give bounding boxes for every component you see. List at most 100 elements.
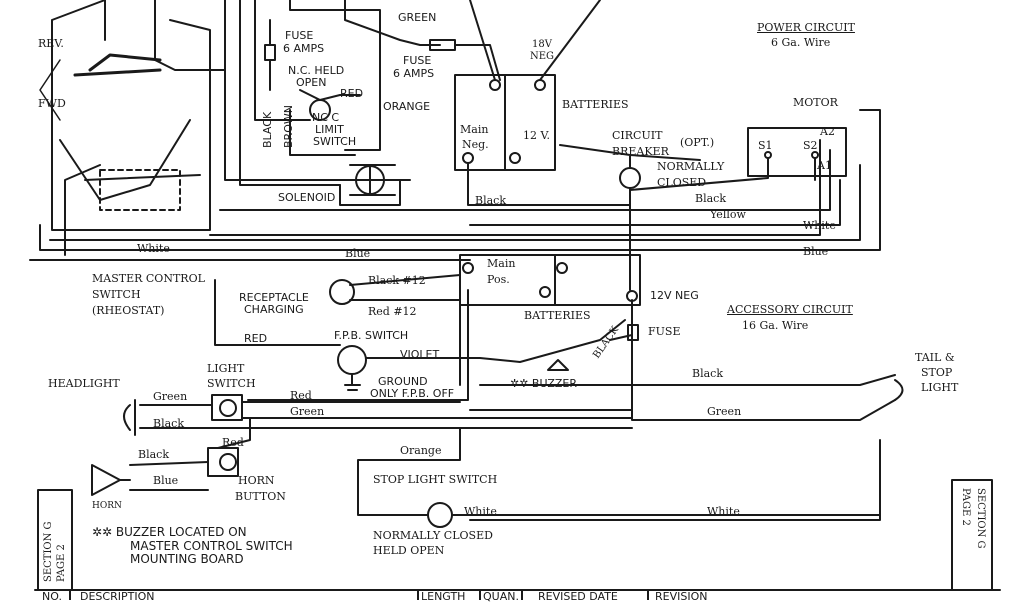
orange-wire-top: ORANGE [383,100,431,113]
red-horn-wire: Red [222,436,244,449]
solenoid-label: SOLENOID [278,191,336,204]
section-left-1: SECTION G [43,521,54,582]
stop-nc-1: NORMALLY CLOSED [373,529,493,542]
title-revised: REVISED DATE [538,590,618,603]
black-horn-wire: Black [138,448,169,461]
white-wire-left: White [137,242,170,255]
yellow-wire: Yellow [710,208,746,221]
motor-box [629,127,847,191]
master-control-2: SWITCH [92,288,141,301]
master-control-1: MASTER CONTROL [92,272,205,285]
black-left-wire: Black [153,417,184,430]
fpb-switch [247,289,626,401]
solenoid [339,164,401,206]
limit-switch-1: NC C [312,111,340,124]
section-left-2: PAGE 2 [56,544,67,582]
master-control-switch-box [39,0,211,231]
buzzer-note-2: MASTER CONTROL SWITCH [130,539,293,553]
fuse-small-label: FUSE [648,325,681,338]
horn-label: HORN [92,501,122,511]
tail-stop-3: LIGHT [921,381,959,394]
red-hl-wire: Red [290,389,312,402]
receptacle [214,274,461,346]
title-revision: REVISION [655,590,708,603]
buzzer-note-3: MOUNTING BOARD [130,552,244,566]
circuit-breaker-1: CIRCUIT [612,129,663,142]
receptacle-2: CHARGING [244,303,304,316]
eighteen-v-1: 18V [532,39,552,50]
batteries-bottom-label: BATTERIES [524,309,591,322]
fuse-mid-label-1: FUSE [403,54,432,67]
motor-a2: A2 [820,125,835,138]
horn-button-2: BUTTON [235,490,286,503]
green-tail-wire: Green [707,405,742,418]
horn-circuit [91,417,251,496]
ground-1: GROUND [378,375,428,388]
section-right-1: SECTION G [975,488,986,549]
normally-closed-1: NORMALLY [657,160,725,173]
red-wire-left: RED [244,332,268,345]
main-pos-2: Pos. [487,273,510,286]
fuse-top-label-1: FUSE [285,29,314,42]
black-wire-motor: Black [695,192,726,205]
twelve-v-neg-label: 12V NEG [650,289,699,302]
green-hl-wire: Green [290,405,325,418]
black-wire-bat: Black [475,194,506,207]
nc-held-open-1: N.C. HELD [288,64,345,77]
light-switch-1: LIGHT [207,362,245,375]
tail-stop-2: STOP [921,366,953,379]
accessory-wires [469,324,904,521]
white-bottom-wire: White [707,505,740,518]
white-wire-motor: White [803,219,836,232]
red-wire-top: RED [340,87,364,100]
headlight-circuit [123,394,633,436]
accessory-circuit-wire: 16 Ga. Wire [742,319,809,332]
normally-closed-2: CLOSED [657,176,707,189]
fuse-and-limit-switch [254,0,501,156]
stop-light-switch-label: STOP LIGHT SWITCH [373,473,498,486]
power-circuit-wire: 6 Ga. Wire [771,36,831,49]
fuse-mid-label-2: 6 AMPS [393,67,435,80]
black-tail-wire: Black [692,367,723,380]
headlight-label: HEADLIGHT [48,377,120,390]
stop-light-switch [357,427,881,528]
title-no: NO. [42,590,62,603]
motor-s1: S1 [758,139,773,152]
horn-button-1: HORN [238,474,275,487]
title-length: LENGTH [421,590,466,603]
title-quan: QUAN. [483,590,519,603]
ground-2: ONLY F.P.B. OFF [370,387,455,400]
circuit-breaker-2: BREAKER [612,145,669,158]
brown-wire-vertical: BROWN [282,105,295,148]
green-left-wire: Green [153,390,188,403]
black-wire-vertical: BLACK [261,111,274,148]
fuse-top-label-2: 6 AMPS [283,42,325,55]
main-neg-2: Neg. [462,138,489,151]
receptacle-1: RECEPTACLE [239,291,309,304]
master-control-3: (RHEOSTAT) [92,304,165,317]
tail-stop-1: TAIL & [915,351,955,364]
blue-wire-motor: Blue [803,245,829,258]
fwd-label: FWD [38,97,66,110]
title-block [34,589,1001,600]
rev-label: REV. [38,37,64,50]
twelve-v-label: 12 V. [523,129,551,142]
main-pos-1: Main [487,257,516,270]
opt-label: (OPT.) [680,136,715,149]
nc-held-open-2: OPEN [296,76,327,89]
blue-wire-left: Blue [345,247,371,260]
white-stop-wire: White [464,505,497,518]
green-wire-top: GREEN [398,11,437,24]
buzzer-note-1: ✲✲ BUZZER LOCATED ON [92,525,247,539]
buzzer-label: ✲✲ BUZZER [510,377,577,390]
main-neg-1: Main [460,123,489,136]
stop-nc-2: HELD OPEN [373,544,445,557]
fpb-switch-label: F.P.B. SWITCH [334,329,409,342]
batteries-top-label: BATTERIES [562,98,629,111]
batteries-top [454,0,631,206]
motor-s2: S2 [803,139,818,152]
limit-switch-3: SWITCH [313,135,357,148]
accessory-circuit-title: ACCESSORY CIRCUIT [727,303,853,316]
section-right-2: PAGE 2 [960,488,971,526]
blue-horn-wire: Blue [153,474,179,487]
